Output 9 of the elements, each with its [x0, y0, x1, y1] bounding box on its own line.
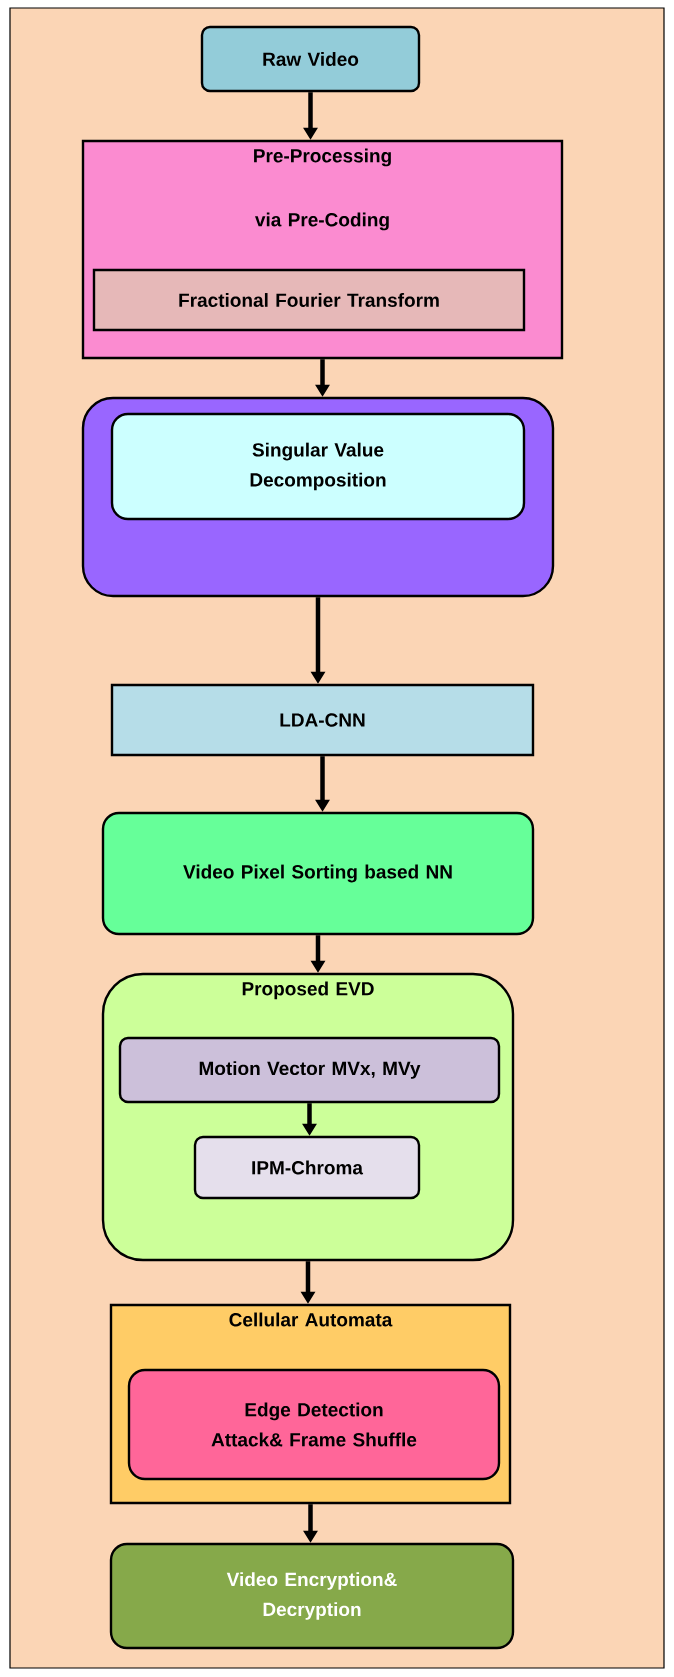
process-box: LDA-CNN	[110, 683, 535, 757]
process-box: Video Pixel Sorting based NN	[101, 811, 535, 936]
process-box: Singular Value Decomposition	[110, 412, 526, 521]
process-box: Fractional Fourier Transform	[92, 268, 526, 332]
process-box: IPM-Chroma	[193, 1135, 421, 1200]
process-box: Video Encryption& Decryption	[109, 1542, 515, 1650]
process-box: Edge Detection Attack& Frame Shuffle	[127, 1368, 501, 1481]
process-box: Motion Vector MVx, MVy	[118, 1036, 501, 1104]
process-box: Raw Video	[200, 25, 421, 93]
